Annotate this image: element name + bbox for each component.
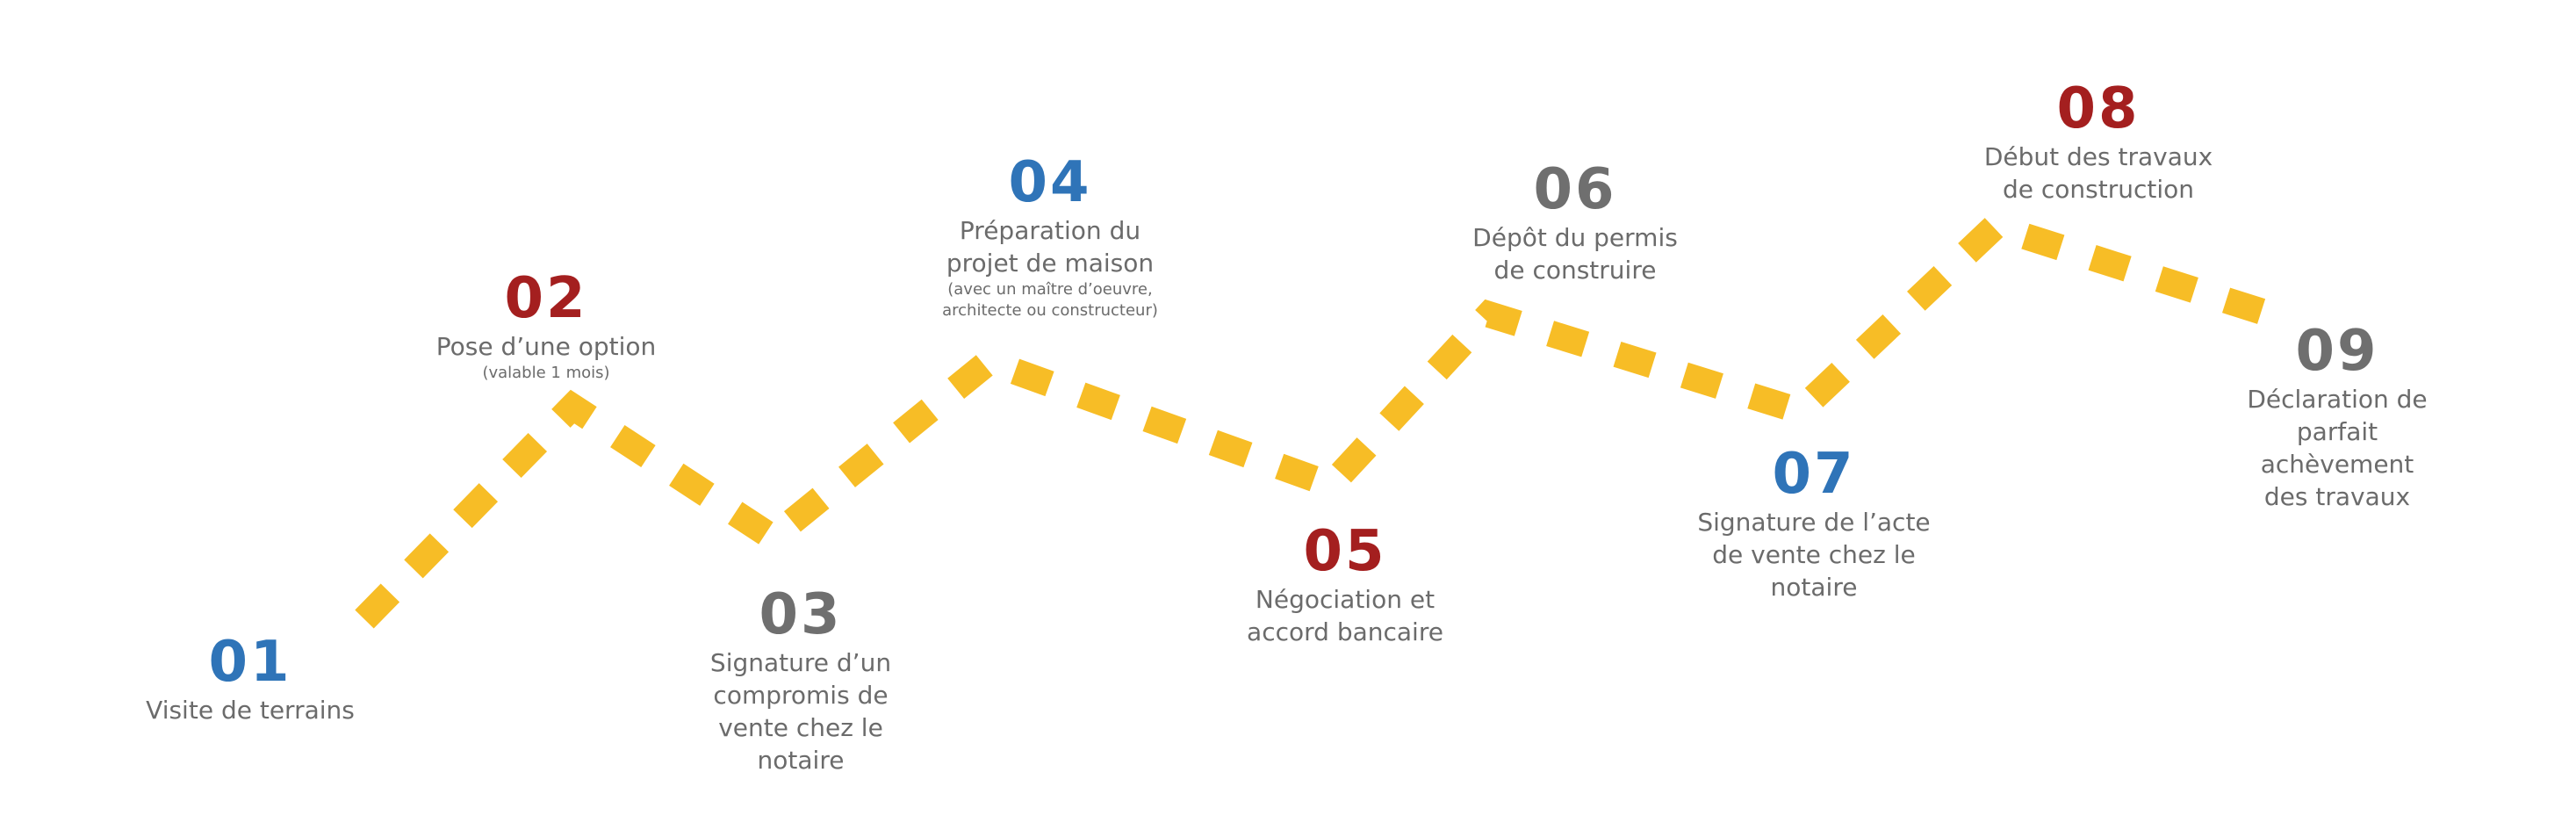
step-label: Visite de terrains	[146, 696, 355, 725]
step-label: Signature d’un compromis de vente chez l…	[709, 648, 892, 775]
step-number: 06	[1533, 157, 1617, 222]
step-07: 07 Signature de l’acte de vente chez le …	[1697, 446, 1930, 603]
step-04: 04 Préparation du projet de maison (avec…	[942, 155, 1158, 321]
step-label: Début des travaux de construction	[1983, 142, 2213, 204]
zigzag-line	[355, 212, 2270, 629]
step-label: Dépôt du permis de construire	[1472, 223, 1678, 285]
step-number: 07	[1772, 442, 1856, 507]
step-number: 05	[1303, 519, 1387, 584]
step-number: 04	[1008, 150, 1092, 215]
step-02: 02 Pose d’une option (valable 1 mois)	[436, 271, 657, 384]
step-08: 08 Début des travaux de construction	[1984, 81, 2213, 206]
step-number: 03	[759, 582, 843, 647]
step-number: 08	[2056, 76, 2141, 141]
step-label: Pose d’une option	[435, 332, 657, 361]
step-number: 09	[2295, 319, 2379, 384]
step-label: Signature de l’acte de vente chez le not…	[1697, 508, 1931, 602]
step-label: Préparation du projet de maison	[946, 216, 1155, 278]
step-number: 01	[208, 630, 292, 695]
step-09: 09 Déclaration de parfait achèvement des…	[2218, 323, 2457, 513]
step-05: 05 Négociation et accord bancaire	[1247, 523, 1443, 648]
step-03: 03 Signature d’un compromis de vente che…	[710, 587, 891, 776]
step-note: (valable 1 mois)	[482, 364, 610, 382]
step-label: Déclaration de parfait achèvement des tr…	[2247, 385, 2428, 511]
step-number: 02	[504, 266, 588, 331]
step-06: 06 Dépôt du permis de construire	[1472, 162, 1678, 286]
step-01: 01 Visite de terrains	[146, 634, 355, 726]
step-label: Négociation et accord bancaire	[1247, 585, 1443, 646]
step-note: (avec un maître d’oeuvre, architecte ou …	[942, 280, 1158, 320]
